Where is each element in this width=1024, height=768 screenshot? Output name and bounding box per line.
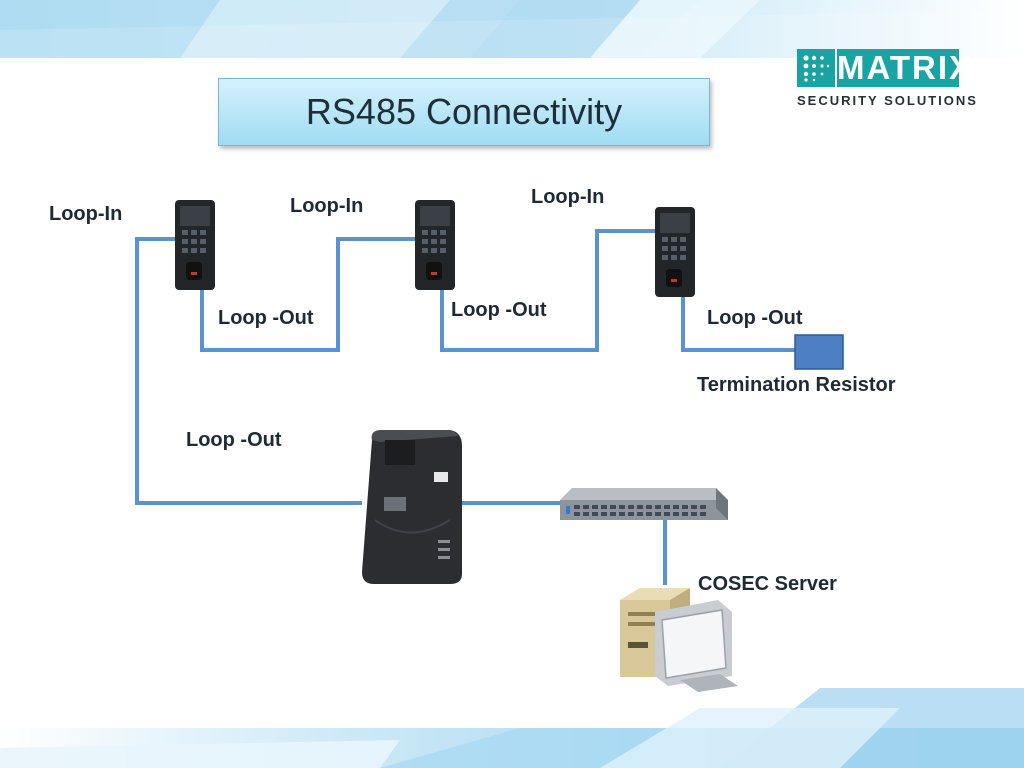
wire-reader-2-to-reader-3: [440, 229, 655, 352]
reader-device-3-icon: [655, 207, 695, 297]
logo-tagline: SECURITY SOLUTIONS: [797, 93, 978, 108]
wire-controller-to-reader-1: [135, 237, 362, 505]
label-loop-in-1: Loop-In: [49, 203, 123, 225]
label-loop-in-2: Loop-In: [290, 195, 364, 217]
logo-dots-icon: [797, 49, 835, 87]
slide-title: RS485 Connectivity: [218, 78, 710, 146]
server-computer-icon: [620, 588, 738, 692]
termination-resistor-icon: [794, 334, 844, 370]
door-controller-icon: [362, 430, 462, 584]
label-loop-out-2: Loop -Out: [451, 299, 547, 321]
label-loop-out-1: Loop -Out: [218, 307, 314, 329]
label-termination-resistor: Termination Resistor: [697, 374, 896, 396]
reader-device-2-icon: [415, 200, 455, 290]
wire-reader-1-to-reader-2: [200, 237, 415, 352]
label-loop-out-3: Loop -Out: [707, 307, 803, 329]
header-band: [0, 0, 1024, 58]
network-switch-icon: [560, 488, 728, 520]
matrix-logo: MATRIX SECURITY SOLUTIONS: [797, 49, 978, 115]
label-loop-out-controller: Loop -Out: [186, 429, 282, 451]
reader-device-1-icon: [175, 200, 215, 290]
footer-band: [0, 688, 1024, 768]
logo-wordmark: MATRIX: [837, 49, 974, 87]
label-cosec-server: COSEC Server: [698, 573, 837, 595]
label-loop-in-3: Loop-In: [531, 186, 605, 208]
wire-reader-3-to-resistor: [681, 297, 795, 352]
